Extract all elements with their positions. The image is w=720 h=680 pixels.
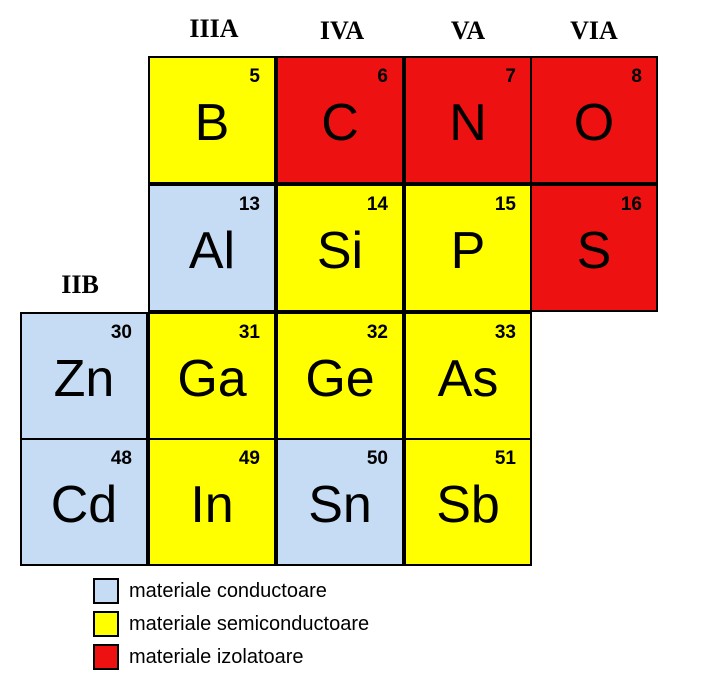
atomic-number: 30 xyxy=(110,322,132,343)
element-symbol: N xyxy=(449,94,487,152)
element-cell-n: 7 N xyxy=(404,56,532,184)
atomic-number: 8 xyxy=(631,66,642,87)
legend-label: materiale conductoare xyxy=(129,580,327,602)
element-symbol: Sb xyxy=(436,476,500,534)
atomic-number: 48 xyxy=(110,448,132,469)
element-symbol: Si xyxy=(316,222,364,280)
group-label-va: VA xyxy=(450,16,486,45)
element-symbol: As xyxy=(437,350,499,408)
element-cell-s: 16 S xyxy=(530,184,658,312)
element-cell-ge: 32 Ge xyxy=(276,312,404,440)
atomic-number: 7 xyxy=(505,66,516,87)
element-symbol: S xyxy=(576,222,612,280)
legend-swatch-insulator xyxy=(93,644,119,670)
element-cell-as: 33 As xyxy=(404,312,532,440)
element-symbol: C xyxy=(321,94,359,152)
element-symbol: Zn xyxy=(53,350,115,408)
element-symbol: Al xyxy=(188,222,236,280)
element-cell-in: 49 In xyxy=(148,438,276,566)
element-symbol: In xyxy=(190,476,234,534)
atomic-number: 51 xyxy=(494,448,516,469)
atomic-number: 15 xyxy=(494,194,516,215)
atomic-number: 32 xyxy=(366,322,388,343)
atomic-number: 33 xyxy=(494,322,516,343)
legend-label: materiale izolatoare xyxy=(129,646,304,668)
element-symbol: P xyxy=(450,222,486,280)
atomic-number: 6 xyxy=(377,66,388,87)
element-symbol: Sn xyxy=(308,476,372,534)
element-cell-al: 13 Al xyxy=(148,184,276,312)
group-label-via: VIA xyxy=(570,16,618,45)
atomic-number: 13 xyxy=(238,194,260,215)
element-cell-sb: 51 Sb xyxy=(404,438,532,566)
atomic-number: 5 xyxy=(249,66,260,87)
element-symbol: B xyxy=(194,94,230,152)
legend-swatch-conductor xyxy=(93,578,119,604)
element-cell-p: 15 P xyxy=(404,184,532,312)
element-cell-sn: 50 Sn xyxy=(276,438,404,566)
element-cell-si: 14 Si xyxy=(276,184,404,312)
atomic-number: 31 xyxy=(238,322,260,343)
atomic-number: 49 xyxy=(238,448,260,469)
atomic-number: 14 xyxy=(366,194,388,215)
element-cell-cd: 48 Cd xyxy=(20,438,148,566)
element-cell-zn: 30 Zn xyxy=(20,312,148,440)
group-label-iiia: IIIA xyxy=(189,14,239,43)
element-symbol: Cd xyxy=(50,476,118,534)
group-label-iib: IIB xyxy=(61,270,99,299)
legend-label: materiale semiconductoare xyxy=(129,613,370,635)
element-symbol: Ge xyxy=(305,350,375,408)
group-label-iva: IVA xyxy=(319,16,365,45)
element-cell-b: 5 B xyxy=(148,56,276,184)
element-symbol: O xyxy=(573,94,615,152)
atomic-number: 16 xyxy=(620,194,642,215)
element-cell-o: 8 O xyxy=(530,56,658,184)
atomic-number: 50 xyxy=(366,448,388,469)
element-cell-ga: 31 Ga xyxy=(148,312,276,440)
element-symbol: Ga xyxy=(177,350,247,408)
element-cell-c: 6 C xyxy=(276,56,404,184)
legend-swatch-semiconductor xyxy=(93,611,119,637)
